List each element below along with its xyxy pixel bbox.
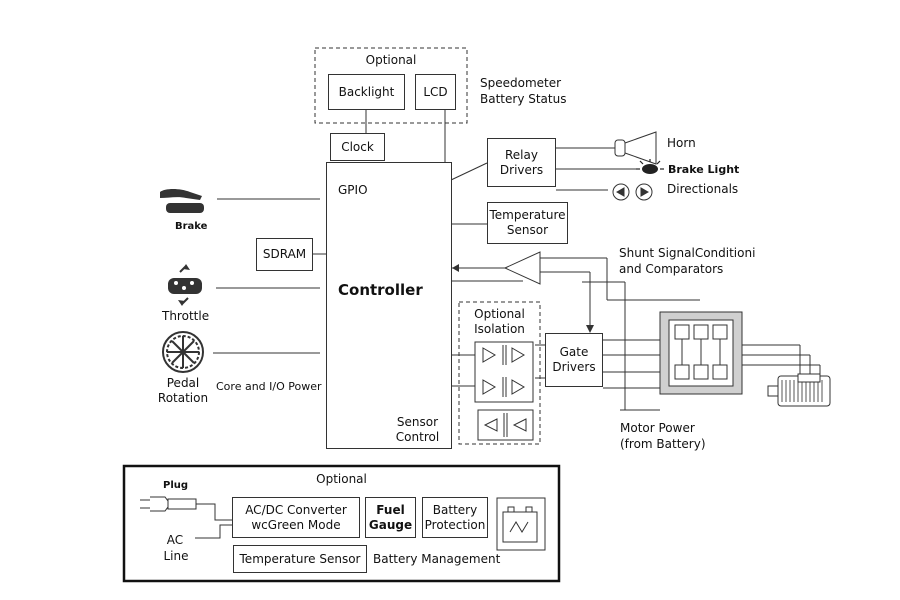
gate-drivers-box: Gate Drivers	[545, 333, 603, 387]
controller-title: Controller	[338, 281, 423, 299]
sdram-box: SDRAM	[256, 238, 313, 271]
plug-label: Plug	[163, 480, 189, 491]
acdc-converter-box: AC/DC Converter wcGreen Mode	[232, 497, 360, 538]
shunt-label-2: and Comparators	[619, 262, 724, 276]
brake-label: Brake	[175, 221, 208, 232]
fuel-line1: Fuel	[376, 502, 405, 517]
brake-light-icon	[636, 159, 664, 174]
gate-drivers-line1: Gate	[559, 345, 589, 359]
battery-icon	[496, 497, 546, 551]
backlight-box: Backlight	[328, 74, 405, 110]
horn-label: Horn	[667, 136, 696, 150]
pedal-label-2: Rotation	[157, 391, 209, 405]
temperature-sensor-line1: Temperature	[489, 208, 566, 222]
relay-drivers-box: Relay Drivers	[487, 138, 556, 187]
throttle-icon	[168, 264, 202, 306]
fuel-line2: Gauge	[368, 517, 413, 532]
core-io-power-label: Core and I/O Power	[216, 380, 322, 393]
motor-power-label-2: (from Battery)	[620, 437, 706, 451]
gate-drivers-line2: Drivers	[552, 360, 596, 374]
battery-protection-box: Battery Protection	[422, 497, 488, 538]
isolation-label-1: Optional	[474, 307, 525, 321]
relay-drivers-line1: Relay	[505, 147, 538, 162]
isolation-group	[458, 301, 541, 445]
throttle-label: Throttle	[162, 309, 210, 323]
pedal-label-1: Pedal	[166, 376, 200, 390]
battery-optional-title: Optional	[316, 472, 367, 486]
comparator-triangle	[503, 251, 541, 285]
battery-temp-sensor-box: Temperature Sensor	[233, 545, 367, 573]
ac-label-1: AC	[166, 533, 184, 547]
temperature-sensor-line2: Sensor	[506, 223, 549, 237]
directionals-icon	[612, 183, 653, 201]
brake-lever-icon	[160, 189, 204, 213]
prot-line1: Battery	[432, 502, 478, 517]
shunt-label-1: Shunt SignalConditioni	[619, 246, 756, 260]
acdc-line1: AC/DC Converter	[245, 502, 347, 517]
controller-box	[326, 162, 452, 449]
lcd-box: LCD	[415, 74, 456, 110]
battery-management-label: Battery Management	[373, 552, 501, 566]
optional-top-group	[314, 47, 468, 124]
fuel-gauge-box: Fuel Gauge	[365, 497, 416, 538]
sensor-control-label-2: Control	[395, 430, 440, 444]
clock-box: Clock	[330, 133, 385, 161]
motor-power-label-1: Motor Power	[620, 421, 695, 435]
relay-drivers-line2: Drivers	[499, 162, 544, 177]
brake-light-label: Brake Light	[668, 163, 740, 176]
motor-icon	[767, 373, 831, 407]
inverter-bridge	[659, 311, 743, 395]
gpio-label: GPIO	[338, 183, 368, 197]
prot-line2: Protection	[424, 517, 486, 532]
battery-status-label: Battery Status	[480, 92, 567, 106]
horn-icon	[614, 131, 657, 165]
directionals-label: Directionals	[667, 182, 739, 196]
speedometer-label: Speedometer	[480, 76, 562, 90]
ac-label-2: Line	[163, 549, 189, 563]
temperature-sensor-box: Temperature Sensor	[487, 202, 568, 244]
sensor-control-label-1: Sensor	[396, 415, 439, 429]
isolation-label-2: Isolation	[474, 322, 525, 336]
pedal-rotation-icon	[162, 331, 204, 373]
optional-top-title: Optional	[365, 53, 417, 67]
battery-management-group	[122, 464, 561, 583]
acdc-line2: wcGreen Mode	[251, 517, 341, 532]
